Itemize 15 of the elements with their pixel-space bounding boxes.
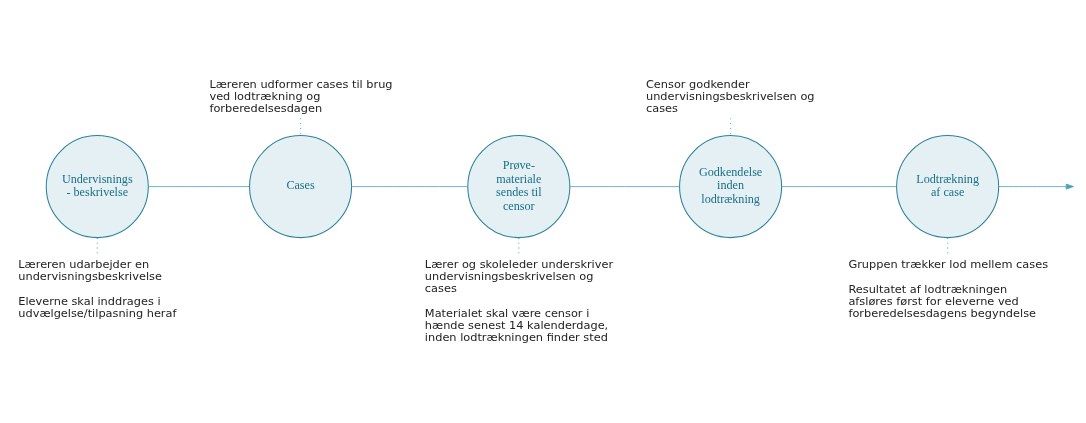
node-circle: Cases xyxy=(249,135,353,239)
node-text: Gruppen trækker lod mellem cases Resultatet af lodtrækningen afsløres først for eleverne ved forberedelsesdagens begyndelse xyxy=(848,256,1049,321)
connector xyxy=(569,186,680,187)
node-circle: Undervisnings- beskrivelse xyxy=(45,135,149,239)
node-circle: Lodtrækning af case xyxy=(896,135,1000,239)
node-text: Lærer og skoleleder underskriver undervisningsbeskrivelsen og cases Materialet skal være censor i hænde senest 14 kalenderdage, inden lodtrækningen finder sted xyxy=(424,256,614,345)
node-text: Læreren udformer cases til brug ved lodtrækning og forberedelsesdagen xyxy=(209,76,393,115)
node-circle: Godkendelse inden lodtrækning xyxy=(679,135,783,239)
node-circle: Prøve- materiale sendes til censor xyxy=(467,135,571,239)
connector xyxy=(148,186,250,187)
connector xyxy=(781,186,897,187)
node-text: Censor godkender undervisningsbeskrivelsen og cases xyxy=(645,76,815,115)
node-text: Læreren udarbejder en undervisningsbeskrivelse Eleverne skal inddrages i udvælgelse/tilpasning heraf xyxy=(18,256,177,321)
arrow xyxy=(998,183,1074,190)
connector xyxy=(351,186,469,187)
